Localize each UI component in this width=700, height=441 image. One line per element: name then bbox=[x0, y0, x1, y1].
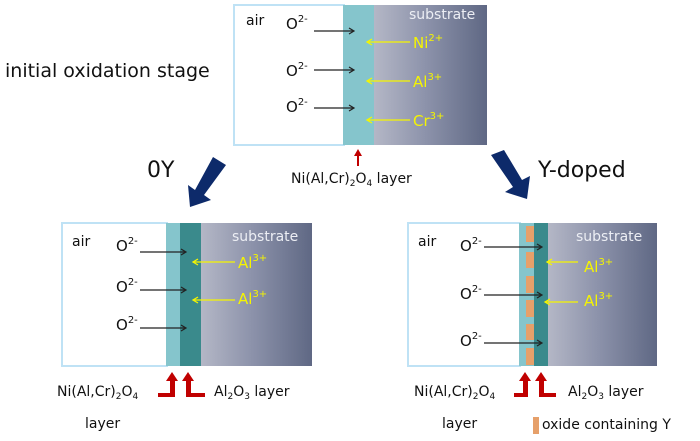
anion-arrows bbox=[314, 27, 356, 112]
anion-label: O2- bbox=[286, 61, 308, 80]
left-arrow-icon bbox=[191, 258, 235, 266]
right-arrow-icon bbox=[484, 339, 544, 347]
legend-y-oxide-swatch bbox=[533, 417, 539, 434]
substrate-region bbox=[374, 5, 487, 145]
right-arrow-icon bbox=[140, 286, 188, 294]
y-oxide-particle bbox=[526, 276, 534, 293]
branch-label-0y: 0Y bbox=[147, 158, 175, 183]
cation-label: Al3+ bbox=[584, 291, 614, 310]
spinel-layer-label: Ni(Al,Cr)2O4 bbox=[414, 384, 496, 402]
anion-label: O2- bbox=[460, 236, 482, 255]
right-arrow-icon bbox=[140, 248, 188, 256]
alumina-pointer-icon bbox=[182, 372, 205, 397]
cation-label: Al3+ bbox=[238, 289, 268, 308]
air-label: air bbox=[246, 13, 265, 29]
substrate-region bbox=[201, 223, 312, 366]
down-left-arrow-icon bbox=[188, 157, 226, 207]
air-label: air bbox=[72, 234, 91, 250]
substrate-label: substrate bbox=[232, 229, 299, 245]
down-right-arrow-icon bbox=[491, 150, 530, 199]
spinel-layer-label: Ni(Al,Cr)2O4 layer bbox=[291, 171, 412, 189]
cation-label: Cr3+ bbox=[413, 111, 445, 130]
y-oxide-particle bbox=[526, 300, 534, 317]
left-arrow-icon bbox=[365, 116, 410, 124]
anion-label: O2- bbox=[286, 14, 308, 33]
branch-label-y-doped: Y-doped bbox=[538, 158, 626, 183]
substrate-region bbox=[548, 223, 657, 366]
y-oxide-particle bbox=[526, 226, 534, 242]
stage-label: initial oxidation stage bbox=[5, 60, 210, 82]
cation-label: Al3+ bbox=[238, 253, 268, 272]
anion-label: O2- bbox=[460, 331, 482, 350]
air-label: air bbox=[418, 234, 437, 250]
alumina-layer bbox=[180, 223, 201, 366]
spinel-pointer-icon bbox=[514, 372, 531, 397]
y-oxide-particle bbox=[526, 348, 534, 365]
y-oxide-particle bbox=[526, 252, 534, 268]
anion-label: O2- bbox=[460, 284, 482, 303]
left-arrow-icon bbox=[545, 258, 578, 266]
cation-arrows bbox=[365, 38, 410, 124]
right-arrow-icon bbox=[314, 66, 356, 74]
substrate-label: substrate bbox=[409, 7, 476, 23]
right-arrow-icon bbox=[314, 104, 356, 112]
spinel-layer-label: Ni(Al,Cr)2O4 bbox=[57, 384, 139, 402]
alumina-layer-label: Al2O3 layer bbox=[214, 384, 290, 402]
right-arrow-icon bbox=[140, 324, 188, 332]
anion-label: O2- bbox=[116, 315, 138, 334]
left-arrow-icon bbox=[543, 298, 578, 306]
spinel-pointer-icon bbox=[158, 372, 178, 397]
spinel-layer-label-line2: layer bbox=[85, 416, 121, 432]
cation-label: Al3+ bbox=[584, 257, 614, 276]
anion-label: O2- bbox=[286, 97, 308, 116]
cation-label: Al3+ bbox=[413, 72, 443, 91]
alumina-pointer-icon bbox=[535, 372, 556, 397]
left-arrow-icon bbox=[365, 38, 410, 46]
anion-label: O2- bbox=[116, 236, 138, 255]
spinel-layer bbox=[166, 223, 180, 366]
cation-label: Ni2+ bbox=[413, 33, 444, 52]
alumina-layer-label: Al2O3 layer bbox=[568, 384, 644, 402]
y-oxide-particle bbox=[526, 324, 534, 340]
spinel-layer-label-line2: layer bbox=[442, 416, 478, 432]
right-arrow-icon bbox=[484, 291, 544, 299]
right-arrow-icon bbox=[314, 27, 356, 35]
legend-y-oxide-label: oxide containing Y bbox=[542, 417, 671, 433]
anion-label: O2- bbox=[116, 277, 138, 296]
right-arrow-icon bbox=[484, 243, 544, 251]
left-arrow-icon bbox=[365, 77, 410, 85]
left-arrow-icon bbox=[191, 296, 235, 304]
pointer-arrow-icon bbox=[354, 149, 362, 166]
substrate-label: substrate bbox=[576, 229, 643, 245]
